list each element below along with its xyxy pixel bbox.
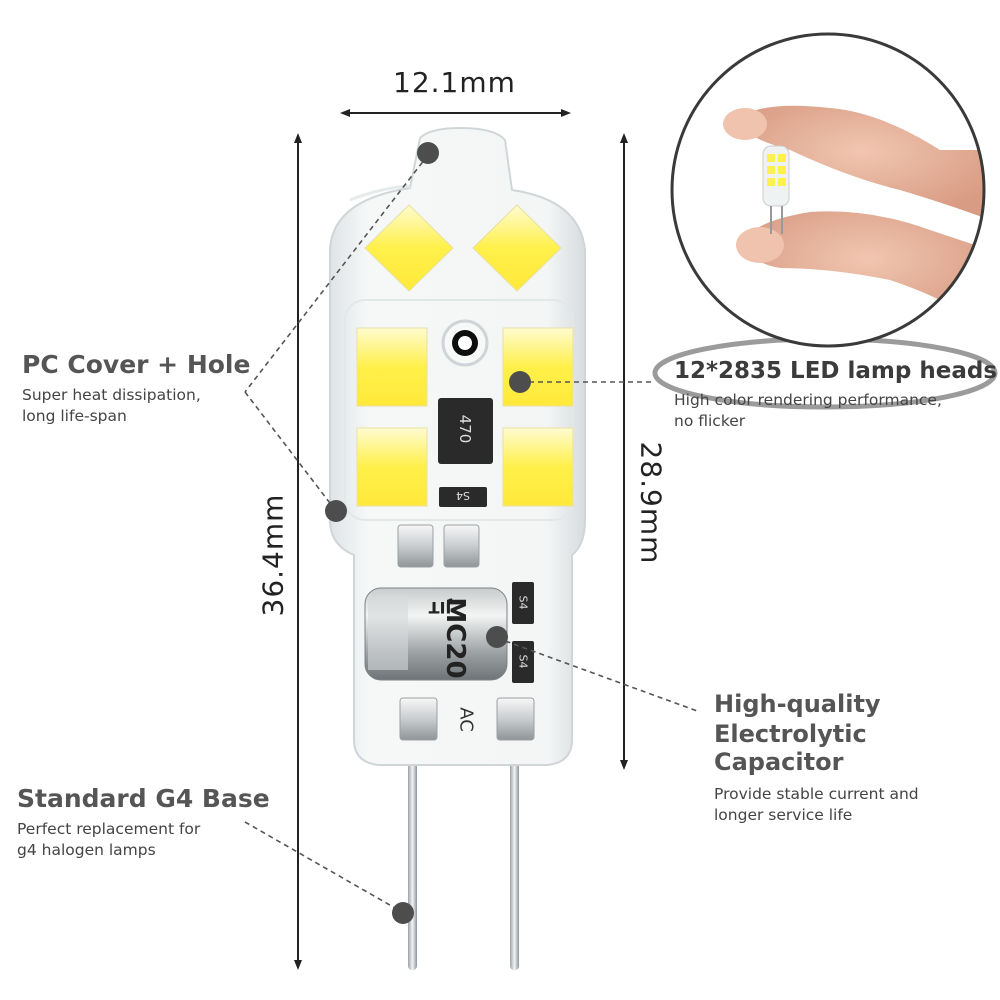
callout-led-heads-desc-1: High color rendering performance, <box>674 391 942 409</box>
callout-base: Standard G4 Base Perfect replacement for… <box>17 784 270 861</box>
capacitor-brand-mark: JIT <box>428 598 452 617</box>
resistor-mark: 470 <box>456 414 474 444</box>
contact-pads-lower <box>399 697 535 741</box>
diode-mid-mark: S4 <box>516 595 530 610</box>
electrolytic-capacitor <box>364 587 508 681</box>
g4-pins <box>408 755 519 970</box>
hand-inset-photo <box>670 32 986 348</box>
diode-top-mark: S4 <box>456 489 470 502</box>
callout-capacitor-title-2: Electrolytic Capacitor <box>714 720 867 776</box>
callout-led-heads: 12*2835 LED lamp heads High color render… <box>674 358 997 432</box>
led-chips <box>356 204 574 507</box>
ac-mark: AC <box>455 707 477 732</box>
callout-capacitor: High-quality Electrolytic Capacitor Prov… <box>714 690 1000 826</box>
callout-led-heads-desc-2: no flicker <box>674 412 746 430</box>
width-dimension-label: 12.1mm <box>393 66 516 99</box>
callout-pc-cover: PC Cover + Hole Super heat dissipation, … <box>22 350 250 427</box>
callout-dots <box>325 142 531 924</box>
leader-lines <box>244 154 701 913</box>
body-height-dimension-label: 28.9mm <box>634 441 668 565</box>
callout-pc-cover-desc-1: Super heat dissipation, <box>22 386 201 404</box>
total-height-dimension-label: 36.4mm <box>256 493 290 617</box>
callout-pc-cover-desc-2: long life-span <box>22 407 127 425</box>
callout-base-desc-1: Perfect replacement for <box>17 820 201 838</box>
callout-capacitor-desc-1: Provide stable current and <box>714 785 919 803</box>
callout-base-desc-2: g4 halogen lamps <box>17 841 156 859</box>
pcb-outline <box>344 299 574 521</box>
callout-pc-cover-title: PC Cover + Hole <box>22 350 251 379</box>
diode-chip-mid <box>512 582 534 624</box>
heat-dissipation-hole <box>441 319 489 367</box>
callout-base-title: Standard G4 Base <box>17 784 270 813</box>
callout-capacitor-desc-2: longer service life <box>714 806 853 824</box>
diode-chip-bottom <box>512 641 534 683</box>
callout-capacitor-title-1: High-quality <box>714 690 881 718</box>
callout-led-heads-title: 12*2835 LED lamp heads <box>674 358 998 384</box>
resistor-chip <box>438 398 493 464</box>
diode-bottom-mark: S4 <box>516 654 530 669</box>
diode-chip-top <box>439 487 487 507</box>
contact-pads-upper <box>397 524 480 568</box>
